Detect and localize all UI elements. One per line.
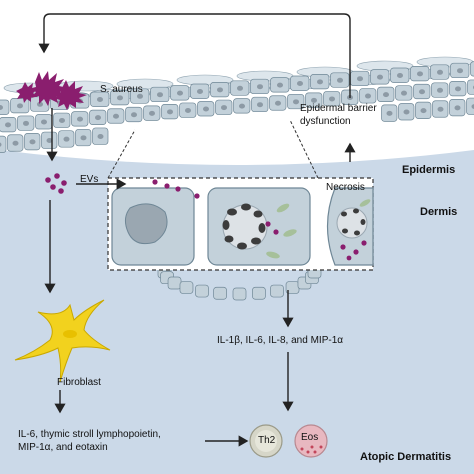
fibroblast-label: Fibroblast — [57, 377, 101, 388]
cell-nucleus — [311, 97, 317, 103]
cell-nucleus — [29, 139, 36, 145]
feedback-arrow — [38, 13, 351, 98]
cell-nucleus — [386, 110, 393, 116]
cell-nucleus — [131, 112, 137, 118]
barrier-label-line2: dysfunction — [300, 116, 351, 127]
epidermal-cell — [467, 79, 474, 95]
cell-nucleus — [401, 90, 407, 96]
cell-nucleus — [137, 93, 143, 99]
epidermal-cell — [466, 97, 474, 115]
eos-label: Eos — [301, 432, 319, 443]
epidermal-cell — [0, 135, 7, 153]
cell-nucleus — [113, 113, 119, 119]
cell-nucleus — [46, 138, 53, 144]
cell-nucleus — [277, 82, 283, 88]
cell-nucleus — [237, 85, 243, 91]
atopic-dermatitis-label: Atopic Dermatitis — [360, 451, 452, 463]
cell-nucleus — [17, 103, 23, 109]
cell-nucleus — [37, 101, 43, 107]
basal-cell — [167, 276, 182, 290]
epidermis-label: Epidermis — [402, 164, 456, 176]
cell-nucleus — [397, 73, 403, 78]
basal-cell — [232, 287, 247, 301]
evs-cluster-icon — [45, 173, 67, 194]
cell-nucleus — [471, 104, 474, 110]
cell-nucleus — [337, 77, 343, 83]
cell-nucleus — [63, 136, 70, 142]
cell-nucleus — [77, 116, 83, 122]
epidermis-cell-layer — [0, 61, 474, 153]
cell-nucleus — [41, 119, 47, 125]
epidermal-cell — [470, 61, 474, 77]
cell-nucleus — [437, 87, 443, 93]
basal-cell — [252, 286, 266, 300]
cell-nucleus — [365, 93, 371, 99]
normal-keratinocyte — [111, 187, 195, 266]
cell-nucleus — [12, 140, 19, 146]
s-aureus-cluster-icon — [16, 71, 87, 110]
cell-nucleus — [275, 100, 281, 106]
cell-nucleus — [457, 68, 463, 74]
basal-cell — [213, 286, 227, 300]
cell-nucleus — [0, 105, 3, 110]
necrosis-label: Necrosis — [326, 182, 365, 193]
cell-nucleus — [417, 71, 423, 77]
cytokines-label: IL-1β, IL-6, IL-8, and MIP-1α — [217, 335, 344, 346]
barrier-label-line1: Epidermal barrier — [300, 103, 377, 114]
s-aureus-label: S. aureus — [100, 84, 143, 95]
basal-cell — [179, 281, 194, 294]
cell-nucleus — [257, 84, 263, 90]
cell-nucleus — [437, 106, 444, 112]
ev-particles — [152, 179, 200, 199]
cell-nucleus — [420, 108, 427, 114]
basal-cell — [270, 284, 284, 298]
cell-nucleus — [217, 87, 223, 93]
cell-nucleus — [454, 105, 461, 111]
cell-nucleus — [97, 133, 104, 139]
cell-nucleus — [437, 69, 443, 75]
cell-nucleus — [177, 90, 183, 96]
cell-nucleus — [5, 122, 11, 128]
basal-cell — [195, 284, 209, 298]
cell-nucleus — [293, 99, 299, 105]
cell-nucleus — [377, 74, 383, 80]
eos-cell-icon — [294, 424, 328, 458]
cell-nucleus — [455, 86, 461, 92]
evs-label: EVs — [80, 174, 99, 185]
cell-nucleus — [117, 95, 123, 101]
cell-nucleus — [167, 109, 173, 115]
cell-nucleus — [203, 106, 209, 112]
fibroblast-output-line1: IL-6, thymic stroll lymphopoietin, — [18, 429, 161, 440]
cell-nucleus — [0, 142, 2, 147]
dermis-label: Dermis — [420, 206, 458, 218]
cell-nucleus — [185, 107, 191, 113]
th2-cell-icon — [249, 424, 283, 458]
cell-nucleus — [97, 97, 103, 102]
necrotic-keratinocyte — [326, 187, 374, 266]
cell-nucleus — [149, 110, 155, 116]
fibroblast-icon — [14, 299, 111, 383]
cell-nucleus — [419, 89, 425, 95]
cell-nucleus — [297, 81, 303, 86]
cell-nucleus — [59, 118, 65, 124]
th2-label: Th2 — [258, 435, 276, 446]
cell-nucleus — [257, 102, 263, 108]
epidermal-cell — [0, 99, 10, 115]
cell-nucleus — [383, 92, 389, 98]
cell-nucleus — [329, 96, 335, 102]
cell-nucleus — [357, 76, 363, 82]
cell-nucleus — [221, 105, 227, 111]
cell-nucleus — [317, 79, 323, 85]
damaged-keratinocyte — [207, 187, 311, 266]
cell-nucleus — [80, 135, 87, 141]
cell-nucleus — [197, 89, 203, 94]
cell-nucleus — [157, 92, 163, 98]
cell-nucleus — [23, 120, 29, 126]
cell-nucleus — [239, 103, 245, 109]
fibroblast-output-line2: MIP-1α, and eotaxin — [18, 442, 108, 453]
cell-nucleus — [403, 109, 410, 115]
cell-nucleus — [95, 115, 101, 121]
